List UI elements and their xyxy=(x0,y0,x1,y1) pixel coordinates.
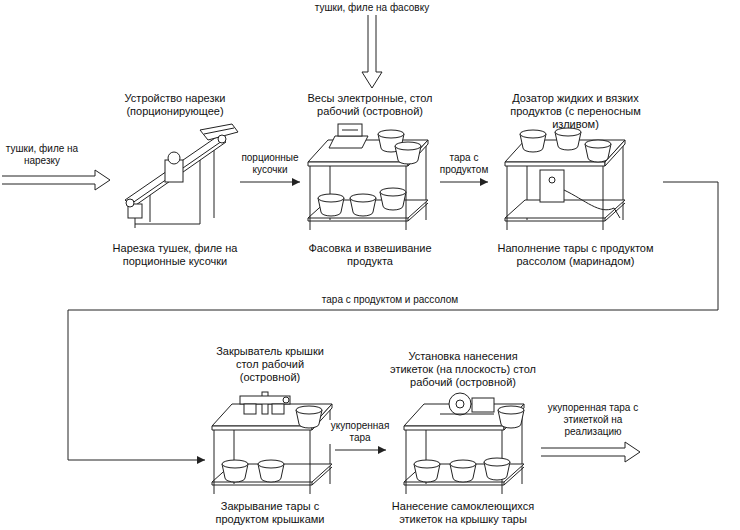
operation-name: Нарезка тушек, филе на порционные кусочк… xyxy=(110,242,240,268)
flow-connector xyxy=(68,182,718,460)
connector-label: укупоренная тара xyxy=(326,420,394,444)
equipment-name: Закрыватель крышки стол рабочий (островн… xyxy=(205,345,335,384)
equipment-name: Дозатор жидких и вязких продуктов (с пер… xyxy=(488,92,663,131)
scales-table-illustration xyxy=(308,124,428,230)
process-station: Весы электронные, стол рабочий (островно… xyxy=(300,92,440,268)
flow-connector xyxy=(335,450,386,451)
connector-label: тара с продуктом xyxy=(430,152,498,176)
flow-label: тушки, филе на нарезку xyxy=(4,143,80,167)
operation-name: Наполнение тары с продуктом рассолом (ма… xyxy=(488,242,663,268)
operation-name: Фасовка и взвешивание продукта xyxy=(300,242,440,268)
process-station: Устройство нарезки (порционирующее) Нарез… xyxy=(110,92,240,268)
doser-illustration xyxy=(505,128,625,230)
output-arrow xyxy=(541,442,640,462)
process-station: Дозатор жидких и вязких продуктов (с пер… xyxy=(488,92,663,268)
connector-label: тара с продуктом и рассолом xyxy=(320,294,460,306)
slicer-illustration xyxy=(125,124,238,228)
process-station: Установка нанесения этикеток (на плоскос… xyxy=(386,350,540,526)
flow-label: укупоренная тара с этикеткой на реализац… xyxy=(546,402,640,438)
flow-connector xyxy=(440,182,488,183)
labeler-illustration xyxy=(404,393,524,494)
equipment-name: Устройство нарезки (порционирующее) xyxy=(110,92,240,118)
equipment-name: Установка нанесения этикеток (на плоскос… xyxy=(386,350,540,389)
equipment-name: Весы электронные, стол рабочий (островно… xyxy=(300,92,440,118)
flow-connector xyxy=(240,182,300,183)
operation-name: Закрывание тары с продуктом крышками xyxy=(205,500,335,526)
capper-illustration xyxy=(212,392,332,494)
operation-name: Нанесение самоклеющихся этикеток на крыш… xyxy=(386,500,540,526)
process-station: Закрыватель крышки стол рабочий (островн… xyxy=(205,345,335,526)
flow-label: тушки, филе на фасовку xyxy=(297,2,447,14)
connector-label: порционные кусочки xyxy=(233,152,307,176)
